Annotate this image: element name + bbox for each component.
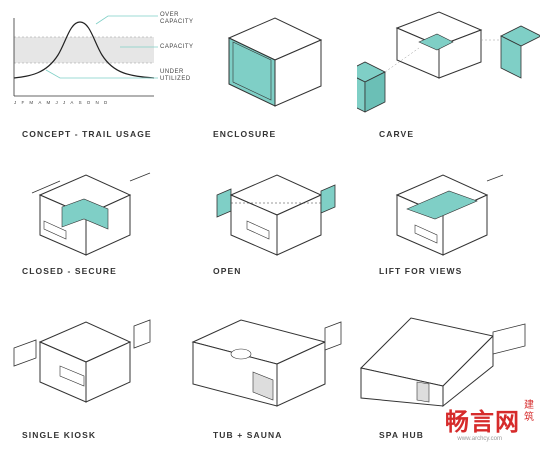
panel-spa-hub: SPA HUB xyxy=(357,302,540,453)
panel-tub-sauna: TUB + SAUNA xyxy=(191,302,374,453)
trail-usage-chart xyxy=(13,15,158,97)
caption-tub-sauna: TUB + SAUNA xyxy=(213,430,283,440)
caption-spa-hub: SPA HUB xyxy=(379,430,425,440)
single-kiosk-diagram xyxy=(13,319,151,403)
enclosure-diagram xyxy=(227,17,323,107)
caption-lift-for-views: LIFT FOR VIEWS xyxy=(379,266,463,276)
panel-carve: CARVE xyxy=(357,0,540,151)
watermark-side-text: 建筑 xyxy=(524,400,534,423)
open-diagram xyxy=(216,174,336,256)
watermark-url: www.archcy.com xyxy=(457,436,502,442)
caption-open: OPEN xyxy=(213,266,242,276)
caption-closed-secure: CLOSED - SECURE xyxy=(22,266,117,276)
panel-closed-secure: CLOSED - SECURE xyxy=(0,151,183,302)
caption-concept: CONCEPT - TRAIL USAGE xyxy=(22,129,152,139)
closed-secure-diagram xyxy=(31,172,151,256)
lift-for-views-diagram xyxy=(395,174,504,256)
panel-lift-for-views: LIFT FOR VIEWS xyxy=(357,151,540,302)
panel-open: OPEN xyxy=(191,151,374,302)
tub-sauna-diagram xyxy=(191,319,342,407)
panel-single-kiosk: SINGLE KIOSK xyxy=(0,302,183,453)
panel-enclosure: ENCLOSURE xyxy=(191,0,374,151)
month-axis-labels: JFMAMJJASOND xyxy=(14,100,113,105)
watermark-logo: 畅言网 xyxy=(445,408,520,436)
capacity-label: CAPACITY xyxy=(160,44,194,50)
carve-diagram xyxy=(357,11,540,113)
caption-carve: CARVE xyxy=(379,129,415,139)
spa-hub-diagram xyxy=(360,317,526,408)
caption-single-kiosk: SINGLE KIOSK xyxy=(22,430,97,440)
caption-enclosure: ENCLOSURE xyxy=(213,129,277,139)
